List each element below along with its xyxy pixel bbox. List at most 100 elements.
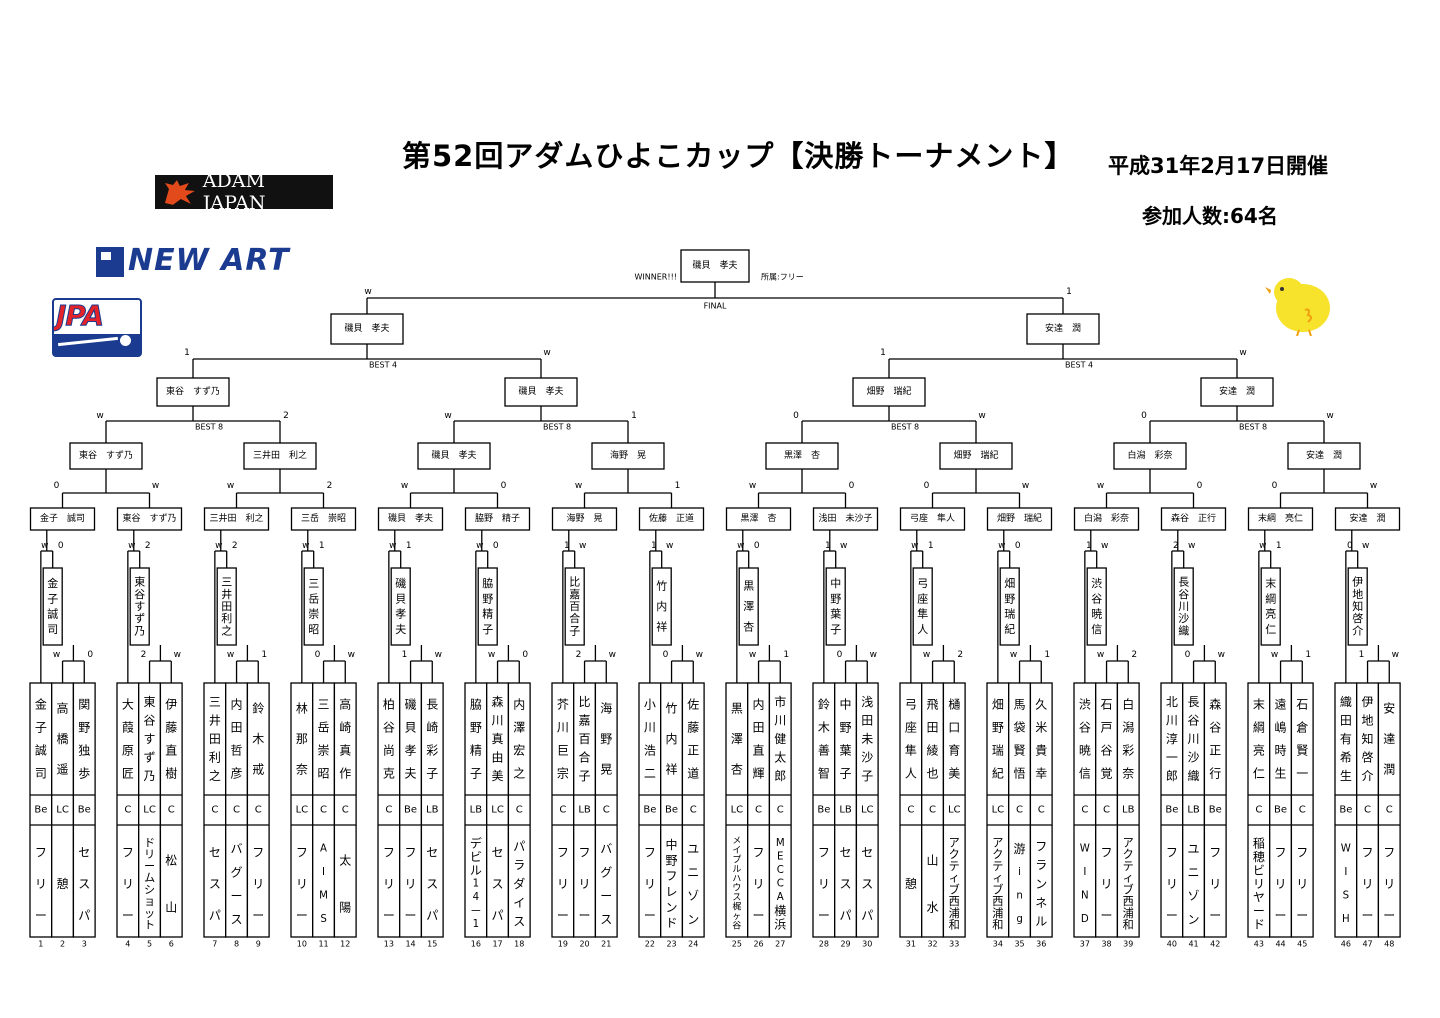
r48-winner-name: 嘉 (569, 587, 580, 601)
player-name: 独 (78, 744, 90, 758)
player-affiliation: ク (949, 848, 960, 861)
player-name: 葭 (122, 721, 134, 735)
player-affiliation: フ (1275, 846, 1287, 860)
player-affiliation: S (1343, 890, 1349, 901)
player-number: 45 (1297, 940, 1307, 949)
match-score: 0 (754, 541, 760, 551)
player-name: 子 (579, 769, 591, 783)
player-class: Be (1165, 805, 1178, 816)
match-score: w (364, 287, 371, 297)
player-affiliation: セ (861, 846, 873, 860)
player-affiliation: フ (296, 846, 308, 860)
player-name: 沙 (861, 750, 873, 764)
r48-winner-name: 谷 (134, 588, 145, 601)
player-name: 子 (861, 769, 873, 783)
player-name: 誠 (35, 744, 47, 758)
player-affiliation: 1 (473, 919, 479, 930)
player-class: LC (861, 805, 874, 816)
r48-winner-name: 川 (1178, 600, 1189, 613)
r48-winner-name: 座 (917, 591, 928, 605)
player-name: 也 (927, 767, 939, 781)
player-name: 高 (339, 697, 351, 712)
r48-winner-name: 亮 (1265, 607, 1276, 621)
best4-winner-name: 磯貝 孝夫 (344, 322, 389, 334)
r16-winner-name: 海野 晃 (610, 449, 646, 461)
player-affiliation: ネ (1035, 896, 1047, 910)
player-class: C (385, 805, 392, 816)
player-affiliation: g (1016, 914, 1022, 925)
player-affiliation: リ (1209, 877, 1221, 891)
player-affiliation: リ (405, 877, 417, 891)
player-name: 田 (231, 721, 243, 735)
match-score: 0 (58, 541, 64, 551)
player-affiliation: フ (383, 846, 395, 860)
match-score: w (978, 411, 985, 421)
winner-box (680, 249, 750, 283)
player-affiliation: パ (492, 908, 504, 922)
player-number: 1 (38, 940, 43, 949)
player-name: 柏 (383, 697, 395, 712)
player-name: 哲 (231, 744, 243, 758)
player-affiliation: ユ (1188, 842, 1200, 856)
player-name: 芥 (557, 698, 569, 712)
player-affiliation: ー (579, 908, 591, 922)
round-label: BEST 8 (195, 423, 223, 432)
player-name: 谷 (144, 714, 156, 728)
match-score: w (1097, 481, 1104, 491)
adam-japan-logo-text: ADAM JAPAN (202, 170, 266, 214)
player-number: 11 (318, 940, 328, 949)
r48-winner-name: 織 (1178, 624, 1189, 637)
player-affiliation: フ (666, 869, 678, 883)
player-name: 淳 (1166, 731, 1178, 746)
player-name: 川 (557, 721, 569, 735)
player-number: 38 (1101, 940, 1111, 949)
player-name: 隼 (905, 743, 917, 758)
match-score: 1 (928, 541, 934, 551)
player-class: C (1016, 805, 1023, 816)
player-affiliation: ム (144, 872, 155, 885)
player-name: 彦 (231, 766, 243, 781)
player-class: C (603, 805, 610, 816)
player-affiliation: ィ (949, 872, 960, 885)
player-affiliation: ニ (1188, 865, 1200, 879)
player-name: 海 (600, 700, 612, 715)
event-date: 平成31年2月17日開催 (1108, 154, 1329, 178)
player-name: 大 (122, 698, 134, 712)
match-score: w (911, 541, 918, 551)
player-name: 木 (252, 732, 264, 746)
match-score: 1 (1086, 541, 1092, 551)
player-affiliation: デ (470, 836, 482, 851)
player-name: ず (144, 750, 156, 764)
player-affiliation: 谷 (732, 920, 741, 931)
player-name: 奈 (296, 763, 308, 777)
player-affiliation: ー (1101, 908, 1113, 922)
player-affiliation: バ (600, 842, 612, 856)
match-score: w (53, 650, 60, 660)
player-class: C (755, 805, 762, 816)
player-affiliation: レ (666, 885, 678, 899)
match-score: 0 (87, 650, 93, 660)
player-name: 祥 (666, 763, 678, 777)
r48-winner-name: 竹 (656, 579, 667, 593)
r32-winner-name: 白潟 彩奈 (1084, 512, 1129, 524)
player-affiliation: ク (1123, 848, 1134, 861)
r48-winner-name: 紀 (1004, 623, 1015, 636)
player-name: 杏 (731, 763, 743, 777)
player-affiliation: フ (1166, 846, 1178, 860)
player-name: 田 (209, 732, 221, 746)
match-score: 1 (825, 541, 831, 551)
match-score: w (128, 541, 135, 551)
player-name: 司 (35, 767, 47, 781)
r48-winner-name: 中 (830, 577, 841, 590)
player-name: 白 (1122, 697, 1134, 712)
player-number: 7 (212, 940, 217, 949)
r48-winner-name: 司 (47, 623, 58, 636)
player-number: 35 (1014, 940, 1024, 949)
player-name: 金 (35, 697, 47, 712)
player-affiliation: ア (1123, 836, 1134, 849)
player-affiliation: 陽 (339, 901, 351, 915)
player-number: 46 (1341, 940, 1351, 949)
player-name: 作 (339, 767, 351, 781)
player-name: 嶋 (1275, 721, 1287, 735)
player-affiliation: リ (818, 877, 830, 891)
